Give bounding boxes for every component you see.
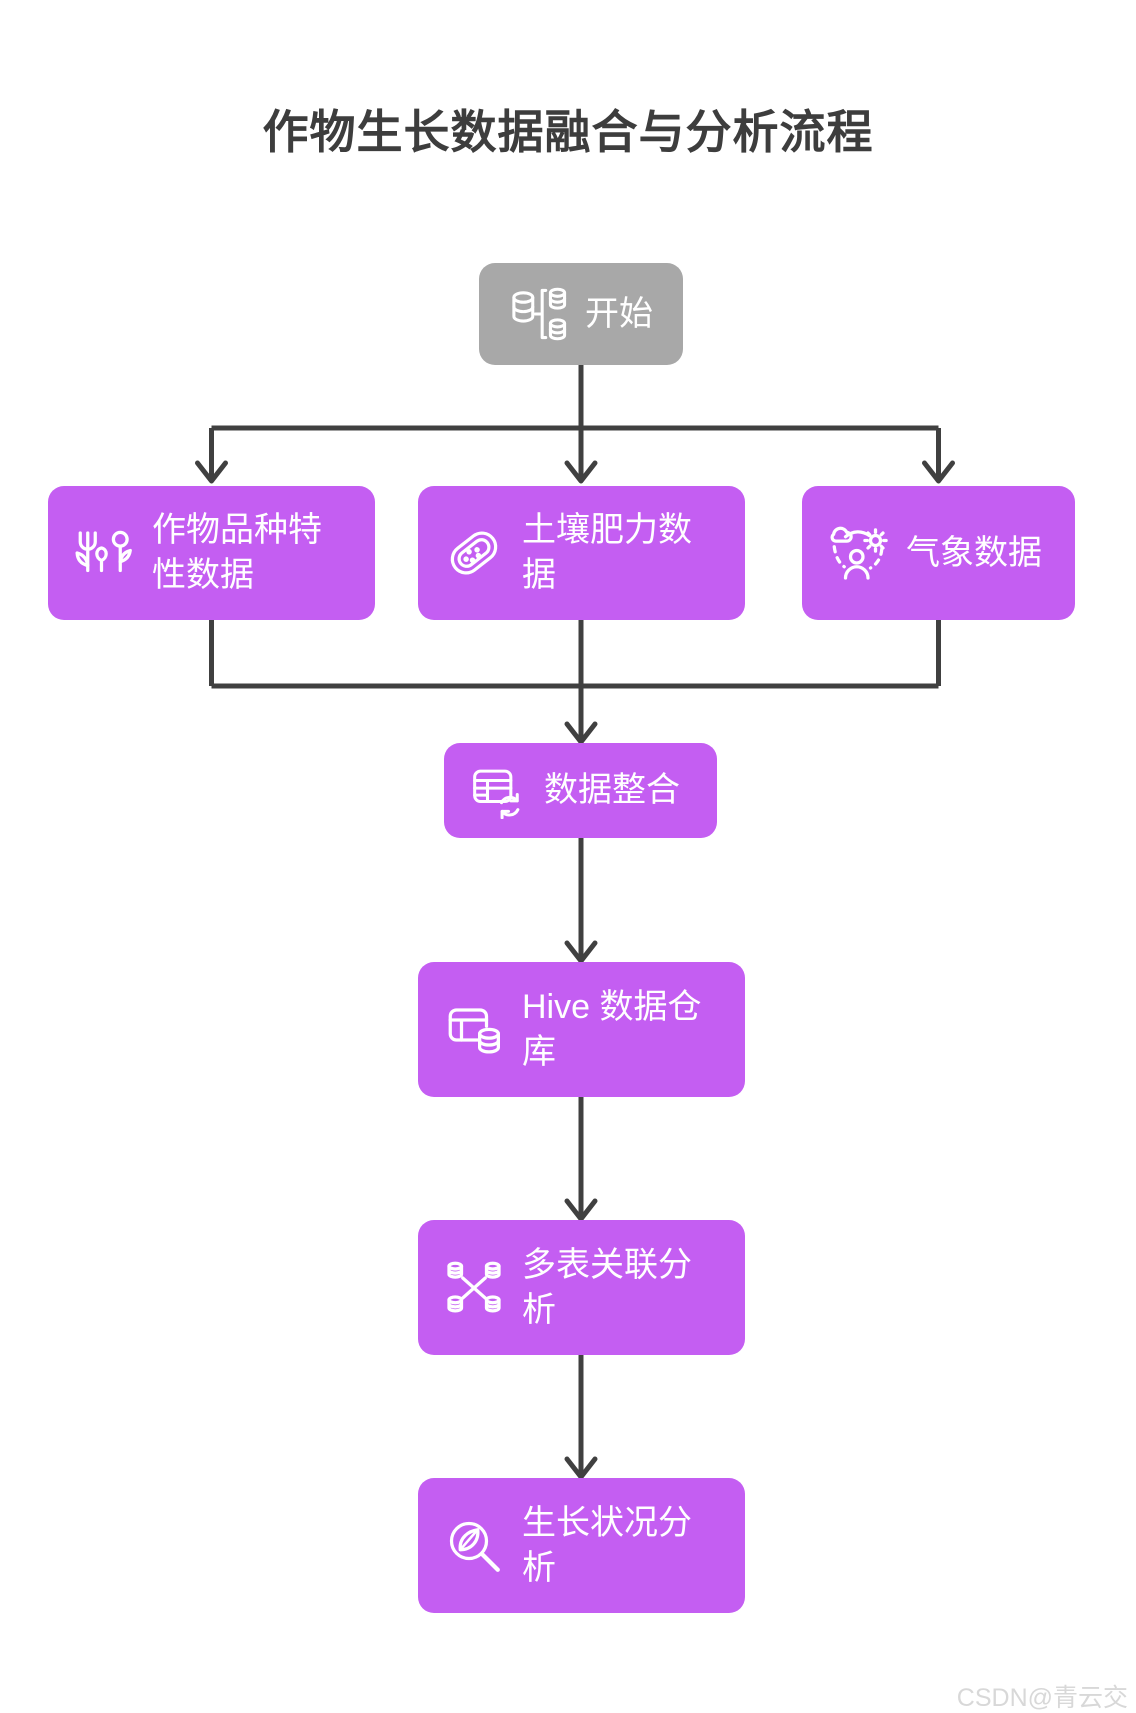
node-crop-variety-label: 作物品种特性数据	[152, 511, 322, 594]
watermark: CSDN@青云交	[956, 1684, 1128, 1712]
node-crop-variety-data: 作物品种特性数据	[48, 486, 375, 620]
node-hive-warehouse: Hive 数据仓库	[418, 962, 745, 1097]
weather-observation-icon	[828, 523, 888, 583]
diagram-title: 作物生长数据融合与分析流程	[262, 106, 874, 158]
soil-sample-icon	[444, 523, 504, 583]
node-hive-warehouse-label: Hive 数据仓库	[522, 987, 702, 1071]
table-database-icon	[444, 1000, 504, 1060]
node-growth-analysis: 生长状况分析	[418, 1478, 745, 1613]
node-data-integration: 数据整合	[444, 743, 717, 838]
data-sources-icon	[509, 281, 573, 347]
leaf-search-icon	[444, 1516, 504, 1576]
node-data-integration-label: 数据整合	[544, 771, 680, 810]
node-soil-fertility-data: 土壤肥力数据	[418, 486, 745, 620]
multi-table-join-icon	[444, 1258, 504, 1318]
node-growth-analysis-label: 生长状况分析	[522, 1503, 692, 1587]
node-start-label: 开始	[585, 294, 653, 333]
node-weather-data: 气象数据	[802, 486, 1075, 620]
node-multi-table-join-label: 多表关联分析	[522, 1245, 692, 1329]
node-soil-fertility-label: 土壤肥力数据	[522, 511, 692, 594]
node-multi-table-join: 多表关联分析	[418, 1220, 745, 1355]
node-start: 开始	[479, 263, 683, 365]
table-sync-icon	[470, 763, 526, 819]
node-weather-label: 气象数据	[906, 533, 1042, 572]
plant-variety-icon	[74, 523, 134, 583]
